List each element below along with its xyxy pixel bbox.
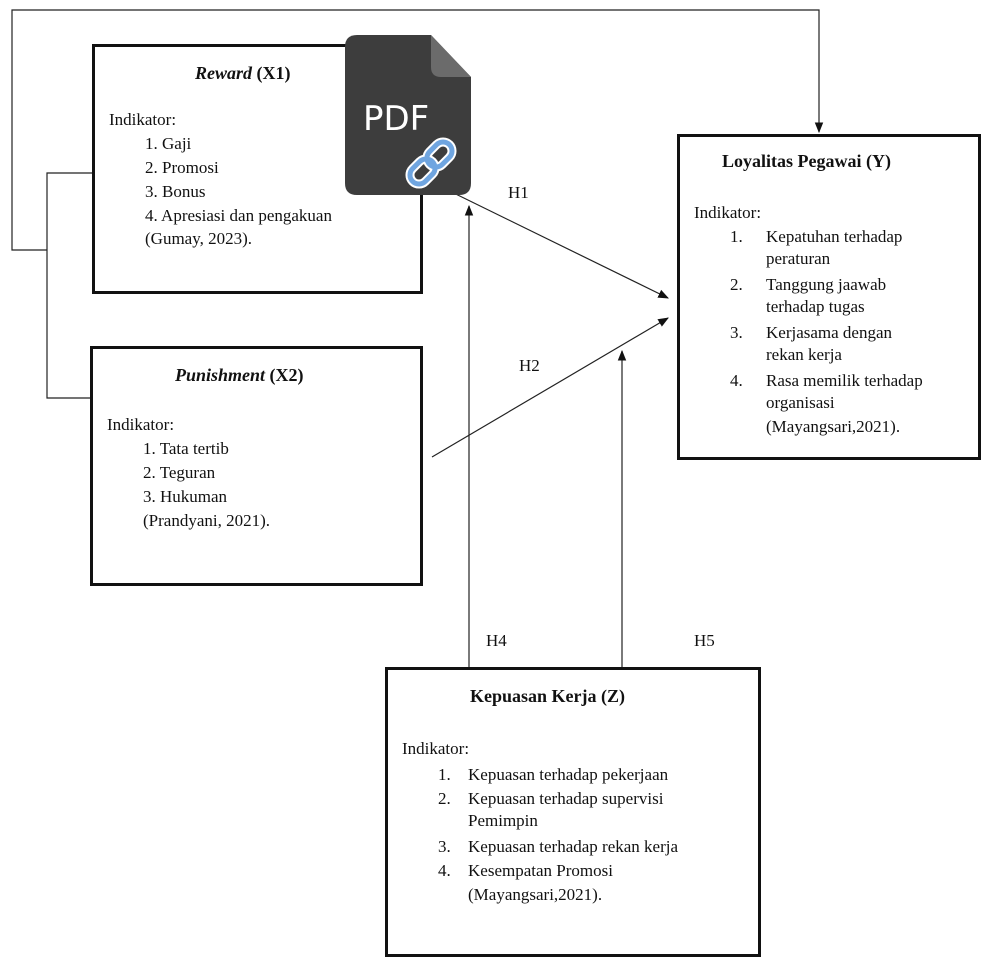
punishment-item: 1. Tata tertib [143,439,229,458]
kepuasan-item-number: 4. [438,861,451,880]
loyalitas-item-number: 3. [730,323,743,342]
kepuasan-item-text: Kepuasan terhadap pekerjaan [468,765,669,784]
reward-item: 3. Bonus [145,182,206,201]
arrow-h2 [431,317,669,458]
reward-indicator-label: Indikator: [109,110,177,129]
kepuasan-item-number: 1. [438,765,451,784]
label-h5: H5 [694,631,715,650]
punishment-title: Punishment (X2) [175,365,304,385]
bracket-x1-x2 [46,172,92,399]
reward-item: 2. Promosi [145,158,219,177]
kepuasan-item-number: 2. [438,789,451,808]
kepuasan-item-text: Pemimpin [468,811,538,830]
reward-item: 4. Apresiasi dan pengakuan [145,206,332,225]
loyalitas-item-number: 2. [730,275,743,294]
label-h4: H4 [486,631,507,650]
label-h1: H1 [508,183,529,202]
label-h2: H2 [519,356,540,375]
loyalitas-item-text: rekan kerja [766,345,842,364]
loyalitas-title: Loyalitas Pegawai (Y) [722,151,891,171]
kepuasan-item-text: Kepuasan terhadap rekan kerja [468,837,679,856]
punishment-item: 2. Teguran [143,463,216,482]
punishment-citation: (Prandyani, 2021). [143,511,271,530]
kepuasan-title: Kepuasan Kerja (Z) [470,686,625,706]
kepuasan-item-text: Kepuasan terhadap supervisi [468,789,664,808]
kepuasan-indicator-label: Indikator: [402,739,470,758]
loyalitas-item-text: Kerjasama dengan [766,323,893,342]
chain-link-icon [405,137,457,189]
punishment-item: 3. Hukuman [143,487,228,506]
pdf-link-icon[interactable]: PDF [343,35,483,205]
kepuasan-citation: (Mayangsari,2021). [468,885,603,904]
kepuasan-box: Kepuasan Kerja (Z) Indikator: 1. Kepuasa… [385,667,761,957]
punishment-box: Punishment (X2) Indikator: 1. Tata terti… [90,346,423,586]
loyalitas-item-text: Tanggung jaawab [766,275,887,294]
reward-citation: (Gumay, 2023). [145,229,253,248]
arrow-h1 [420,176,669,299]
loyalitas-item-number: 1. [730,227,743,246]
loyalitas-indicator-label: Indikator: [694,203,762,222]
pdf-badge-text: PDF [363,99,429,139]
reward-item: 1. Gaji [145,134,192,153]
loyalitas-item-text: Kepatuhan terhadap [766,227,903,246]
reward-title: Reward (X1) [195,63,291,83]
loyalitas-item-number: 4. [730,371,743,390]
kepuasan-item-text: Kesempatan Promosi [468,861,613,880]
loyalitas-item-text: Rasa memilik terhadap [766,371,923,390]
punishment-indicator-label: Indikator: [107,415,175,434]
loyalitas-item-text: peraturan [766,249,831,268]
line-x-to-y-top [11,9,824,251]
loyalitas-item-text: terhadap tugas [766,297,865,316]
loyalitas-citation: (Mayangsari,2021). [766,417,901,436]
loyalitas-box: Loyalitas Pegawai (Y) Indikator: 1. Kepa… [677,134,981,460]
kepuasan-item-number: 3. [438,837,451,856]
loyalitas-item-text: organisasi [766,393,835,412]
